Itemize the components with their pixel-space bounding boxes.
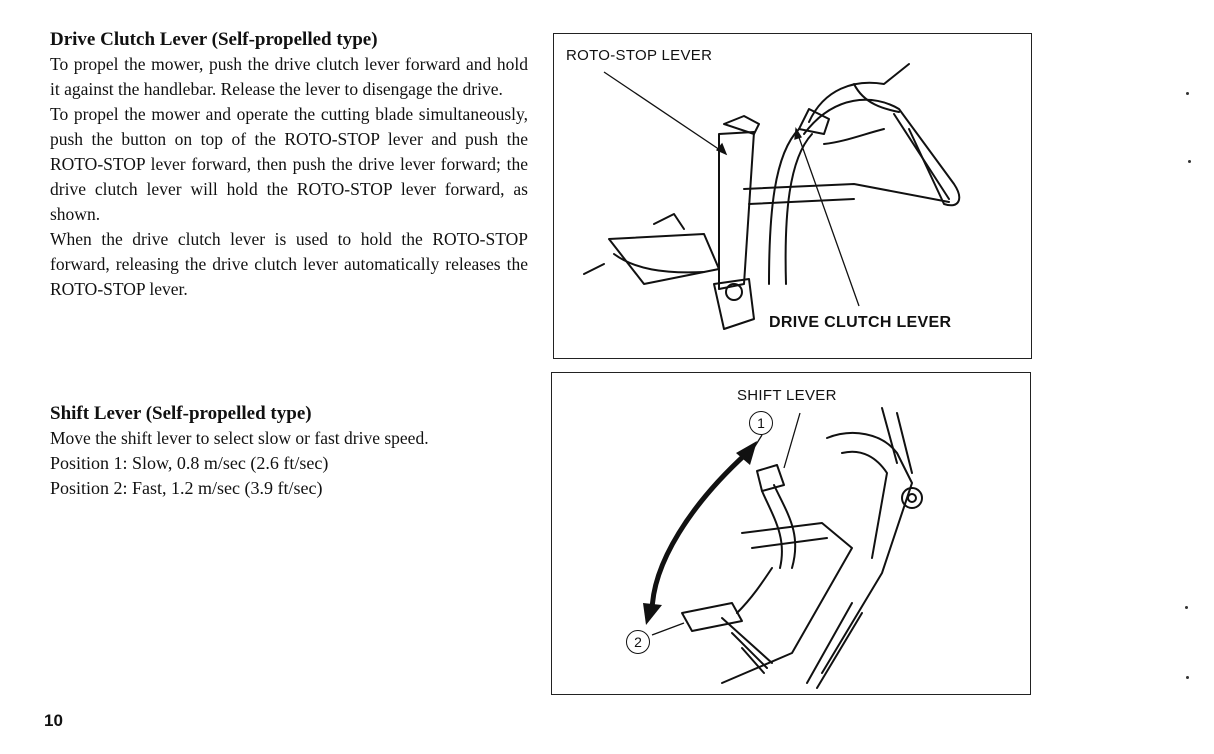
scan-speck: [1188, 160, 1191, 163]
shift-lever-heading: Shift Lever (Self-propelled type): [50, 403, 312, 424]
drive-clutch-illustration: [583, 63, 961, 330]
drive-clutch-paragraph-3: When the drive clutch lever is used to h…: [50, 229, 528, 299]
position-1-callout: 1: [749, 411, 773, 435]
drive-clutch-paragraph-1: To propel the mower, push the drive clut…: [50, 54, 528, 99]
figure-drive-clutch: ROTO-STOP LEVER DRIVE CLUTCH LEVER: [553, 33, 1032, 359]
drive-clutch-paragraph-2: To propel the mower and operate the cutt…: [50, 104, 528, 224]
drive-clutch-section: Drive Clutch Lever (Self-propelled type)…: [50, 28, 528, 302]
drive-clutch-lever-label: DRIVE CLUTCH LEVER: [769, 314, 952, 331]
drive-clutch-heading: Drive Clutch Lever (Self-propelled type): [50, 29, 378, 50]
shift-position-2: Position 2: Fast, 1.2 m/sec (3.9 ft/sec): [50, 478, 323, 498]
scan-speck: [1186, 92, 1189, 95]
position-2-callout: 2: [626, 630, 650, 654]
shift-position-1: Position 1: Slow, 0.8 m/sec (2.6 ft/sec): [50, 453, 329, 473]
figure-shift-lever: SHIFT LEVER 1 2: [551, 372, 1031, 695]
scan-speck: [1186, 676, 1189, 679]
page-number: 10: [44, 711, 63, 730]
shift-lever-intro: Move the shift lever to select slow or f…: [50, 428, 429, 448]
scan-speck: [1185, 606, 1188, 609]
roto-stop-lever-label: ROTO-STOP LEVER: [566, 47, 713, 64]
shift-lever-label: SHIFT LEVER: [737, 387, 837, 404]
shift-lever-section: Shift Lever (Self-propelled type) Move t…: [50, 402, 528, 501]
shift-lever-illustration: [643, 407, 923, 689]
